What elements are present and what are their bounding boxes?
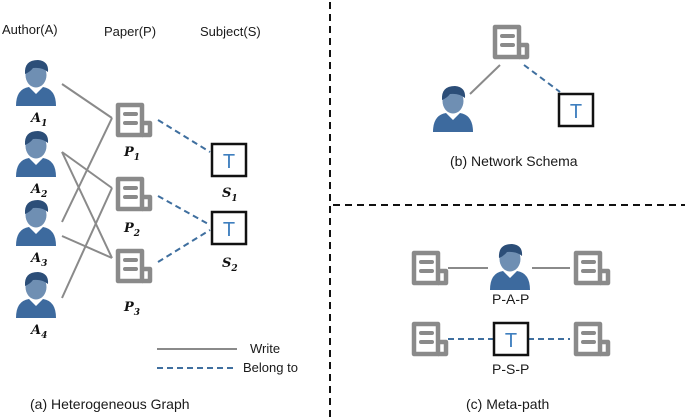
author-icon bbox=[433, 86, 473, 132]
author-icon bbox=[16, 272, 56, 318]
paper-icon bbox=[118, 179, 150, 209]
author-label-4: A4 bbox=[29, 323, 47, 341]
author-label-3: A3 bbox=[29, 251, 47, 269]
subject-glyph: T bbox=[223, 219, 235, 241]
subject-glyph: T bbox=[570, 101, 582, 123]
write-edges bbox=[61, 83, 113, 299]
edge-p2-s2 bbox=[157, 195, 211, 226]
edge-a2-p3 bbox=[61, 151, 113, 259]
author-label-1: A1 bbox=[29, 111, 47, 129]
paper-icon bbox=[414, 253, 446, 283]
author-icon bbox=[16, 200, 56, 246]
legend-belong-label: Belong to bbox=[243, 360, 298, 375]
author-icon bbox=[490, 244, 530, 290]
subject-label-1: S1 bbox=[222, 186, 238, 204]
paper-label-1: P1 bbox=[123, 145, 140, 163]
belong-edges bbox=[157, 119, 211, 263]
paper-label-2: P2 bbox=[123, 221, 140, 239]
caption-b: (b) Network Schema bbox=[450, 153, 578, 169]
subject-label-2: S2 bbox=[222, 256, 238, 274]
edge-a3-p1 bbox=[61, 117, 113, 223]
legend-write-label: Write bbox=[250, 341, 280, 356]
legend: Write Belong to bbox=[157, 341, 298, 375]
column-header-author: Author(A) bbox=[2, 22, 58, 37]
paper-label-3: P3 bbox=[123, 300, 140, 318]
paper-icon bbox=[118, 105, 150, 135]
caption-a: (a) Heterogeneous Graph bbox=[30, 396, 190, 412]
paper-icon bbox=[576, 253, 608, 283]
paper-icon bbox=[118, 251, 150, 281]
panel-heterogeneous-graph: Author(A) Paper(P) Subject(S) A1 A2 A3 A… bbox=[2, 22, 298, 412]
schema-write-edge bbox=[469, 64, 501, 95]
edge-a1-p1 bbox=[61, 83, 113, 119]
edge-a3-p3 bbox=[61, 235, 113, 259]
author-label-2: A2 bbox=[29, 182, 47, 200]
subject-glyph: T bbox=[505, 330, 517, 352]
author-icon bbox=[16, 131, 56, 177]
edge-p3-s2 bbox=[157, 229, 211, 263]
schema-belong-edge bbox=[523, 64, 561, 93]
panel-network-schema: T (b) Network Schema bbox=[433, 27, 595, 169]
paper-icon bbox=[576, 324, 608, 354]
panel-meta-path: P-A-P T P-S-P (c) Meta-path bbox=[414, 244, 608, 412]
metapath-psp-label: P-S-P bbox=[492, 361, 529, 377]
column-header-paper: Paper(P) bbox=[104, 24, 156, 39]
caption-c: (c) Meta-path bbox=[466, 396, 549, 412]
author-icon bbox=[16, 60, 56, 106]
edge-a4-p2 bbox=[61, 187, 113, 299]
paper-icon bbox=[495, 27, 527, 57]
column-header-subject: Subject(S) bbox=[200, 24, 261, 39]
paper-icon bbox=[414, 324, 446, 354]
edge-p1-s1 bbox=[157, 119, 211, 153]
metapath-pap-label: P-A-P bbox=[492, 291, 529, 307]
subject-glyph: T bbox=[223, 151, 235, 173]
